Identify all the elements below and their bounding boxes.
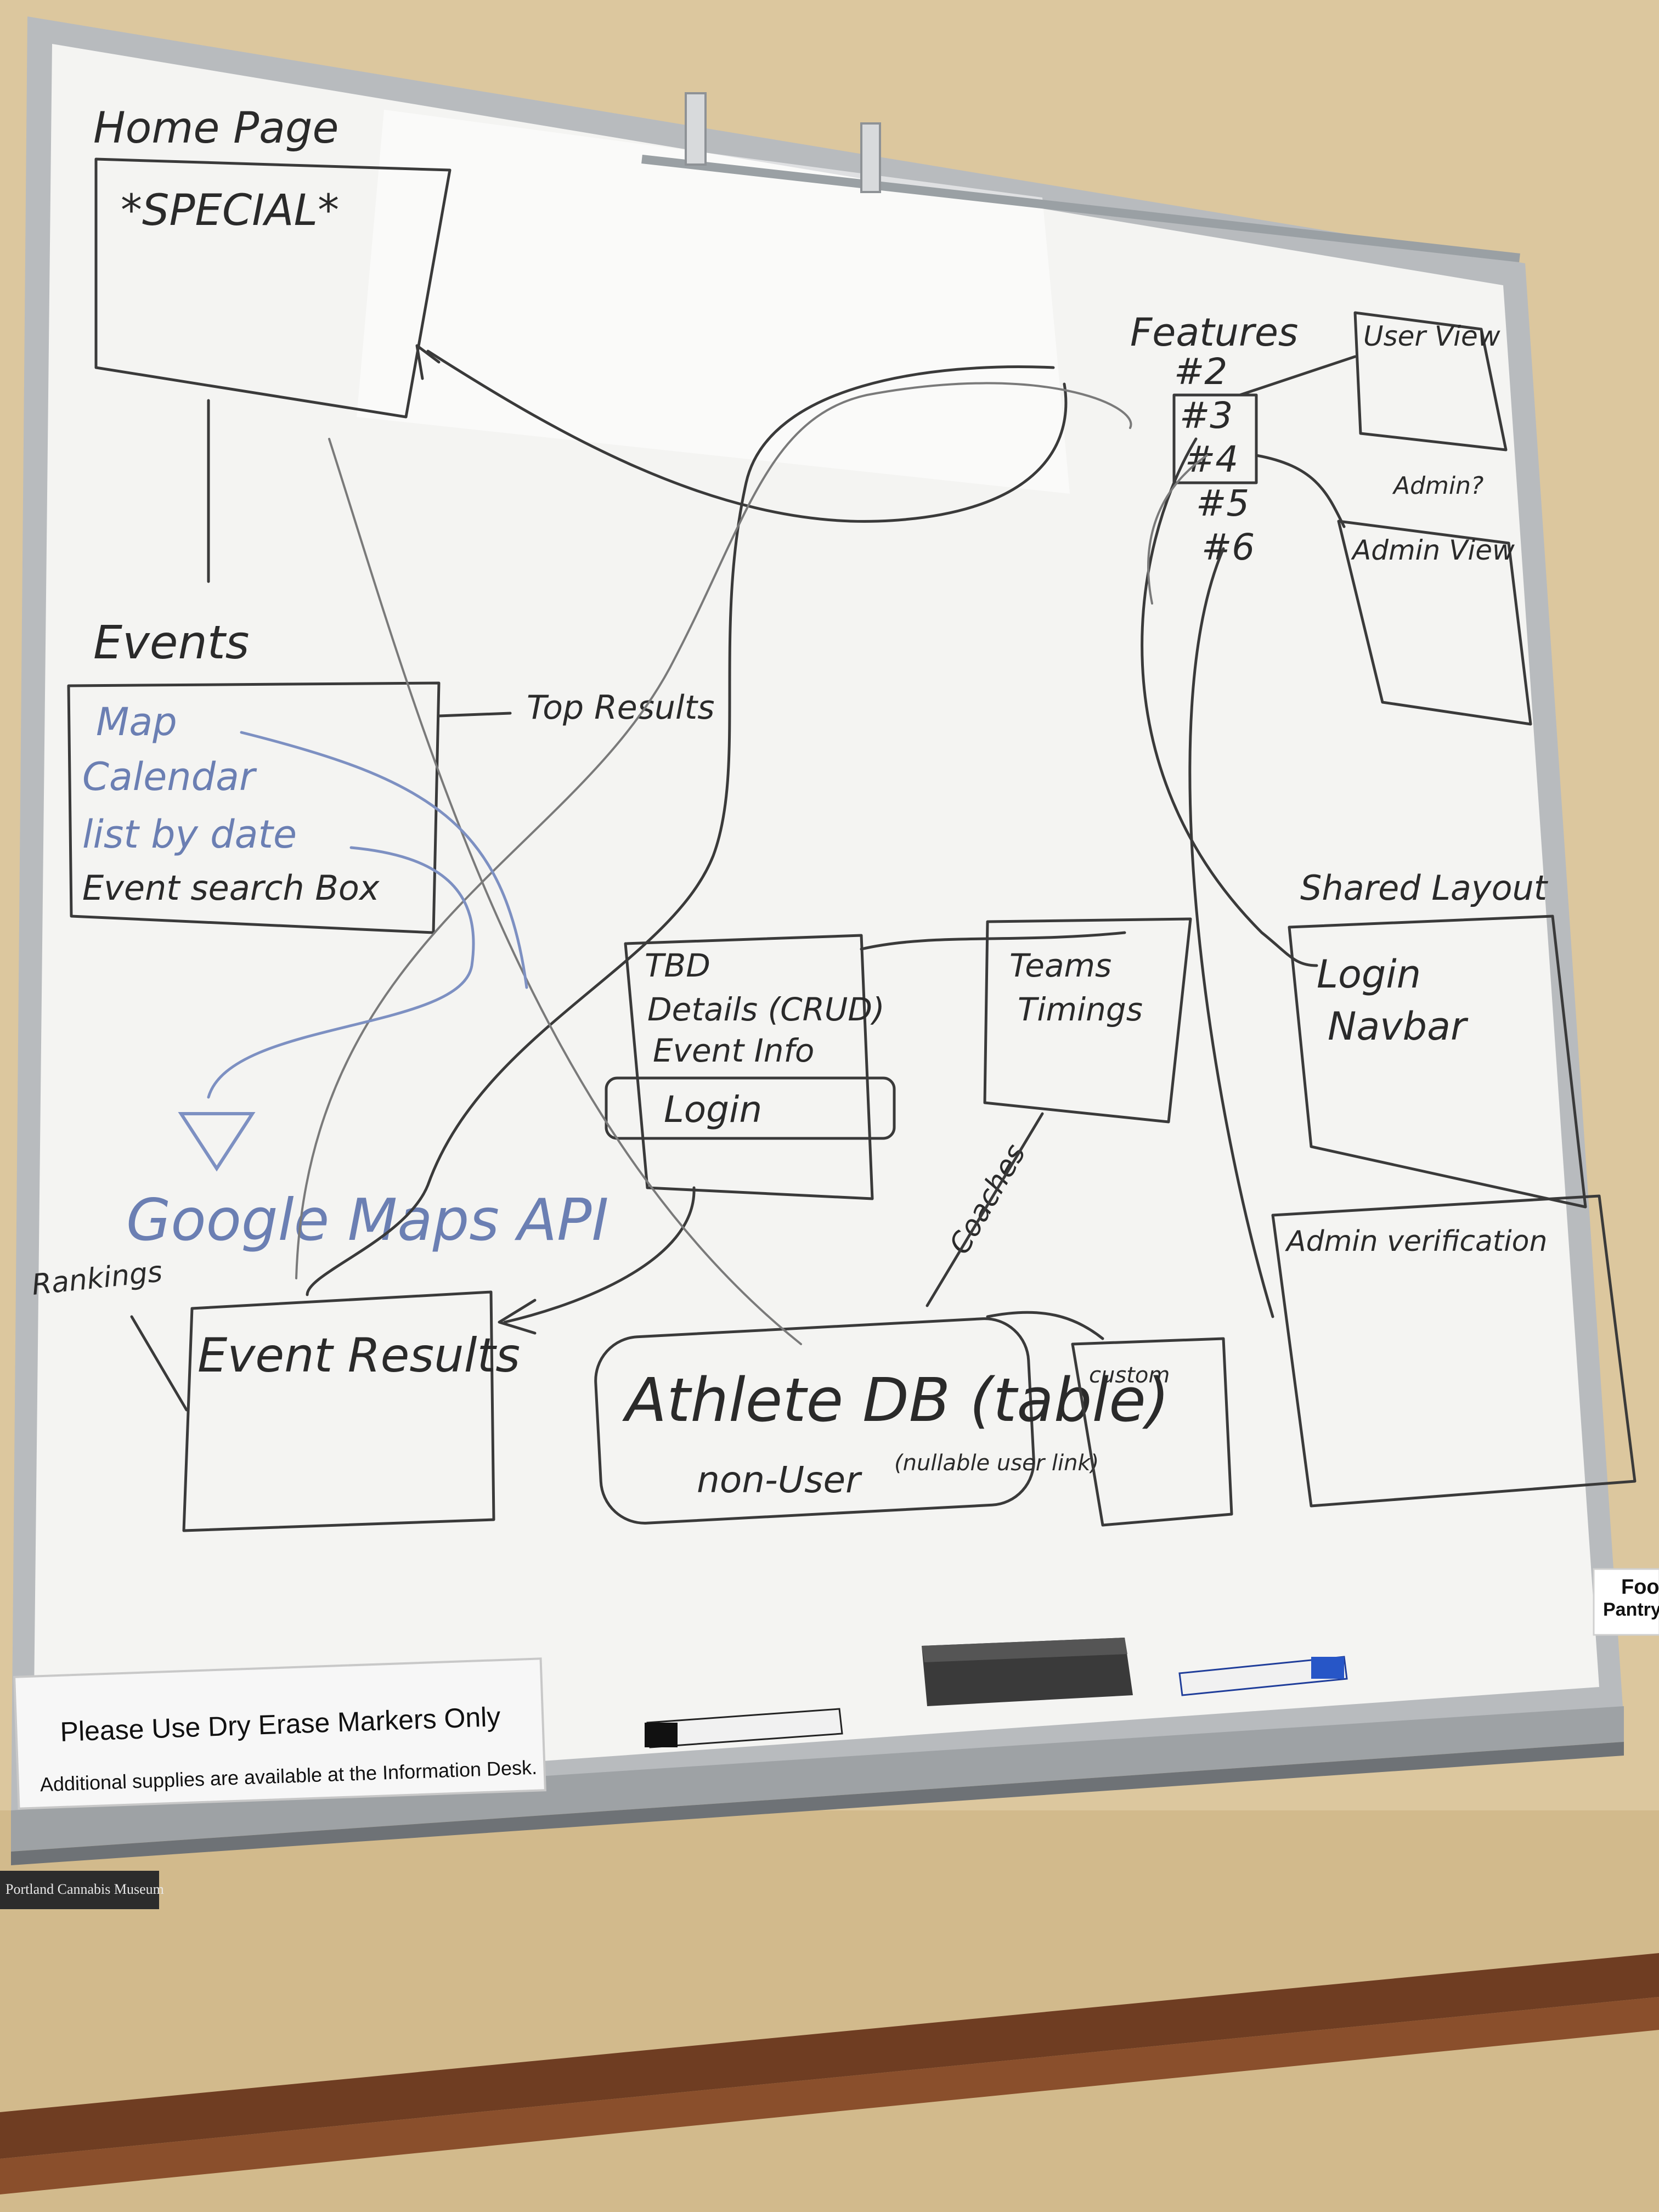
home-page-title: Home Page <box>93 104 338 153</box>
rail-clip <box>860 122 881 193</box>
marker-tray-edge <box>11 1742 1624 1865</box>
user-view-box <box>1353 311 1508 452</box>
shared-layout-line: Navbar <box>1328 1004 1469 1049</box>
blue-marker <box>1178 1656 1348 1696</box>
feature-item: #4 <box>1185 438 1238 481</box>
user-view-label: User View <box>1363 320 1500 352</box>
plaque-text: Portland Cannabis Museum <box>5 1881 164 1897</box>
teams-line: Teams <box>1009 947 1111 984</box>
marker-tray <box>11 1706 1624 1852</box>
center-box <box>624 934 874 1200</box>
eraser-top <box>922 1638 1127 1662</box>
connector-line <box>1188 547 1274 1318</box>
connector-line <box>306 365 1055 1296</box>
connector-line <box>1255 454 1346 528</box>
home-page-box <box>94 157 452 419</box>
connector-line <box>240 731 528 989</box>
center-line: Event Info <box>653 1032 814 1069</box>
arrow-head <box>498 1299 537 1335</box>
athlete-db-box <box>594 1317 1035 1525</box>
events-title: Events <box>93 616 249 669</box>
features-title: Features <box>1130 310 1298 355</box>
login-label: Login <box>664 1088 762 1131</box>
connector-line <box>426 349 1068 523</box>
connector-line <box>860 931 1126 951</box>
connector-line <box>1141 437 1318 967</box>
admin-verification-label: Admin verification <box>1285 1225 1547 1258</box>
top-rail <box>641 155 1520 262</box>
connector-line <box>295 382 1132 1279</box>
connector-line <box>503 1186 696 1324</box>
wood-trim <box>0 1953 1659 2159</box>
marker-sign <box>13 1657 546 1810</box>
shared-layout-box <box>1288 915 1587 1209</box>
special-label: *SPECIAL* <box>121 186 339 235</box>
rail-clip <box>685 92 707 166</box>
arrow-head <box>415 344 441 380</box>
admin-verification-box <box>1271 1194 1637 1508</box>
shared-layout-title: Shared Layout <box>1300 868 1549 908</box>
events-item-list: list by date <box>82 812 297 857</box>
blue-marker-cap <box>1311 1657 1344 1679</box>
events-item-search: Event search Box <box>82 868 380 908</box>
events-item-map: Map <box>96 699 177 744</box>
admin-view-label: Admin View <box>1351 534 1515 566</box>
connector-line <box>1238 355 1357 397</box>
login-box <box>605 1076 896 1140</box>
center-line: Details (CRUD) <box>647 991 885 1028</box>
custom-label: custom <box>1089 1363 1170 1388</box>
athlete-db-note: (nullable user link) <box>894 1451 1099 1476</box>
athlete-db-sub: non-User <box>697 1459 862 1501</box>
connector-line <box>207 846 475 1099</box>
glare <box>357 110 1070 494</box>
athlete-db-title: Athlete DB (table) <box>622 1365 1170 1435</box>
connector-line <box>328 438 802 1345</box>
black-marker-cap <box>645 1723 678 1747</box>
connector-line <box>926 1112 1044 1307</box>
food-pantry-line1: Food <box>1621 1576 1659 1599</box>
feature-item: #5 <box>1196 482 1249 524</box>
maps-arrow-triangle <box>178 1112 256 1172</box>
wood-trim-edge <box>0 1997 1659 2194</box>
plaque <box>0 1871 159 1909</box>
features-highlight-box <box>1172 393 1258 484</box>
connector-line <box>1147 454 1208 605</box>
admin-question: Admin? <box>1392 472 1483 500</box>
connector-line <box>437 712 512 718</box>
admin-view-box <box>1337 520 1532 726</box>
teams-box <box>983 917 1192 1124</box>
center-line: TBD <box>645 947 710 984</box>
food-pantry-line2: Pantry <box>1603 1599 1659 1620</box>
event-results-box <box>182 1290 495 1532</box>
top-results-label: Top Results <box>527 689 714 727</box>
feature-item: #3 <box>1180 394 1233 437</box>
feature-item: #2 <box>1174 351 1227 393</box>
connector-line <box>986 1311 1104 1340</box>
custom-box <box>1071 1337 1233 1527</box>
event-results-label: Event Results <box>198 1328 520 1383</box>
feature-item: #6 <box>1201 526 1255 568</box>
connector-line <box>130 1315 188 1412</box>
food-pantry-sticker <box>1593 1568 1659 1636</box>
events-item-calendar: Calendar <box>82 754 257 799</box>
shared-layout-line: Login <box>1317 952 1421 997</box>
google-maps-label: Google Maps API <box>126 1187 608 1254</box>
teams-line: Timings <box>1018 991 1143 1028</box>
